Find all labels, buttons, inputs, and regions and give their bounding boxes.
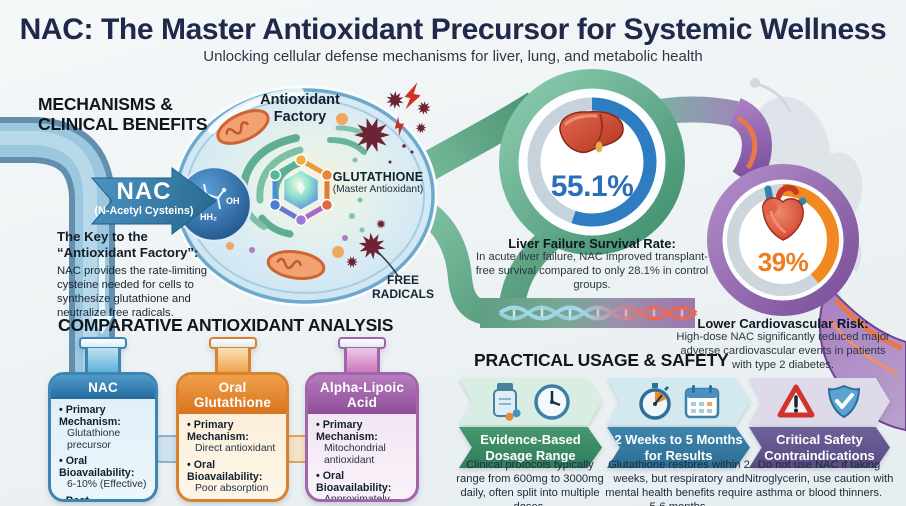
bottle-row: Oral Bioavailability:Poor absorption (187, 459, 280, 495)
warning-icon (777, 384, 815, 417)
heart-stat-badge (722, 179, 844, 301)
molecule-oh-label: OH (226, 196, 240, 206)
molecule-hh2-label: HH₂ (200, 212, 217, 222)
liver-stat-title: Liver Failure Survival Rate: (508, 236, 676, 251)
page-title: NAC: The Master Antioxidant Precursor fo… (19, 13, 887, 46)
down-arrow-icon (91, 252, 113, 334)
free-radicals-label: FREE RADICALS (372, 273, 434, 301)
panel-safety: Critical Safety Contraindications (749, 378, 890, 468)
stopwatch-icon (639, 382, 671, 420)
bottle-name: Alpha-Lipoic Acid (308, 375, 416, 414)
panel-dosage-body: Clinical protocols typically range from … (456, 459, 604, 506)
calendar-icon (684, 384, 720, 418)
nac-arrow-label: NAC (N-Acetyl Cysteins) (88, 178, 200, 218)
bottle-row: Best Application:IV administration (187, 498, 280, 499)
liver-stat-value: 55.1% (550, 170, 634, 203)
panel-title: 2 Weeks to 5 Months for Results (607, 427, 750, 468)
page-subtitle: Unlocking cellular defense mechanisms fo… (203, 48, 703, 65)
bottle-row: Primary Mechanism:Direct antioxidant (187, 419, 280, 455)
bottle-neck (85, 348, 121, 374)
bottle-card-nac: NAC Primary Mechanism:Glutathione precur… (48, 337, 158, 502)
panel-dosage: Evidence-Based Dosage Range (459, 378, 602, 468)
liver-stat-body: In acute liver failure, NAC improved tra… (475, 251, 709, 291)
antioxidant-factory-label: Antioxidant Factory (260, 92, 340, 126)
heart-stat-title: Lower Cardiovascular Risk: (697, 316, 869, 331)
bottle-card-oral-glutathione: Oral Glutathione Primary Mechanism:Direc… (176, 337, 289, 502)
heart-icon (762, 184, 807, 241)
pill-bottle-icon (493, 382, 521, 421)
bottle-row: Best Application:Liver & Respiratory (59, 495, 149, 499)
panel-timeline-body: Glutathione restores within 2 weeks, but… (605, 459, 753, 506)
key-text-block: The Key to the “Antioxidant Factory”: NA… (57, 229, 208, 320)
panel-timeline: 2 Weeks to 5 Months for Results (607, 378, 750, 468)
blue-flow-tube (0, 117, 115, 470)
liver-stat-badge (518, 88, 666, 236)
shield-check-icon (827, 384, 861, 418)
panel-safety-body: Do not use NAC if taking Nitroglycerin, … (744, 459, 894, 499)
nac-arrow (90, 167, 217, 235)
bottle-name: NAC (51, 375, 155, 399)
bottle-neck (344, 348, 380, 374)
lightning-icon (401, 80, 424, 112)
bottle-row: Oral Bioavailability:6-10% (Effective) (59, 455, 149, 491)
green-ring (499, 69, 685, 255)
glutathione-label: GLUTATHIONE (Master Antioxidant) (332, 170, 424, 195)
panel-title: Evidence-Based Dosage Range (459, 427, 602, 468)
clock-icon (534, 383, 570, 420)
heart-stat-body: High-dose NAC significantly reduced majo… (676, 331, 890, 371)
glutathione-hexagon (268, 153, 334, 227)
bottle-row: Primary Mechanism:Mitochondrial antioxid… (316, 419, 410, 466)
bottle-name: Oral Glutathione (179, 375, 286, 414)
comparative-heading: COMPARATIVE ANTIOXIDANT ANALYSIS (58, 315, 394, 335)
dna-helix (498, 305, 698, 321)
liver-icon (559, 110, 624, 154)
nac-arrow-title: NAC (116, 178, 172, 205)
panel-title: Critical Safety Contraindications (749, 427, 890, 468)
free-radicals (346, 80, 433, 277)
bottle-card-alpha-lipoic-acid: Alpha-Lipoic Acid Primary Mechanism:Mito… (305, 337, 419, 502)
nac-arrow-subtitle: (N-Acetyl Cysteins) (94, 205, 194, 217)
bottle-row: Primary Mechanism:Glutathione precursor (59, 404, 149, 451)
practical-heading: PRACTICAL USAGE & SAFETY (474, 350, 729, 370)
heart-stat-value: 39% (757, 247, 809, 277)
bottle-row: Oral Bioavailability:Approximately 30% (316, 470, 410, 499)
free-radicals-pointer (378, 252, 399, 277)
cell-dots (226, 113, 365, 258)
mechanisms-heading: MECHANISMS & CLINICAL BENEFITS (38, 94, 208, 135)
mitochondria (216, 109, 326, 280)
bottle-neck (214, 348, 251, 374)
